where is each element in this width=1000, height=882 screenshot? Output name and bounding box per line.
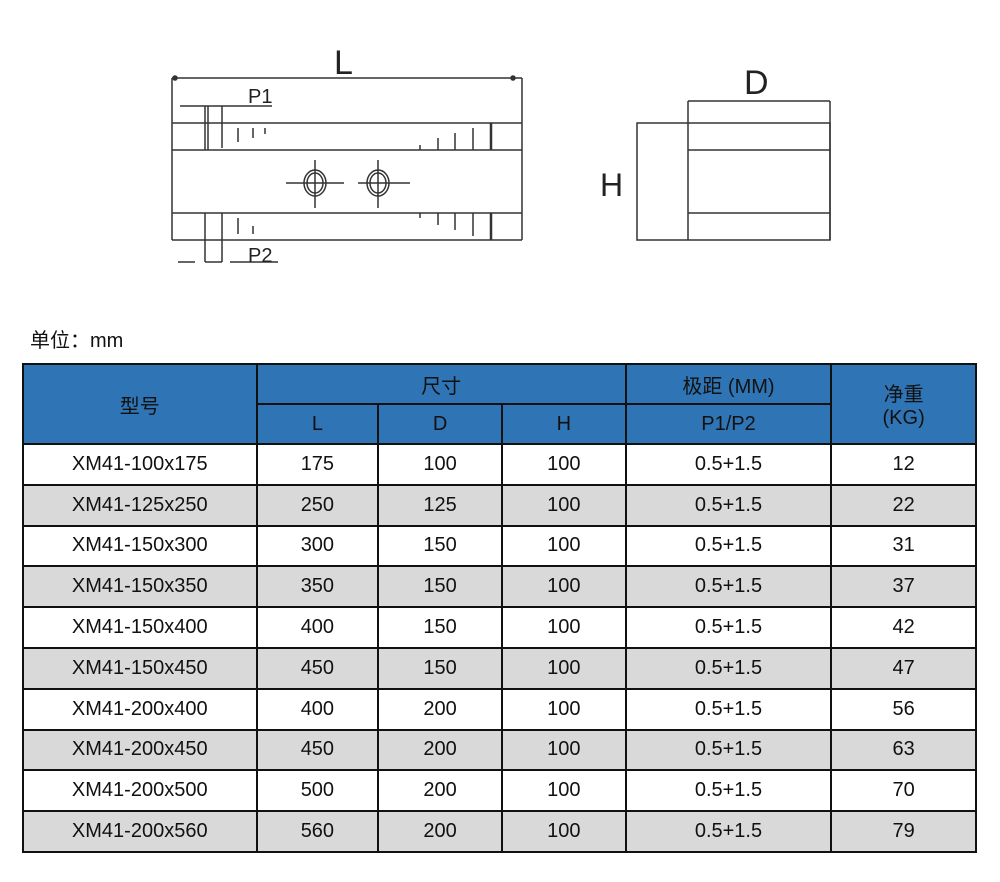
cell-D: 200 (377, 687, 503, 731)
hole-icon (286, 160, 344, 208)
header-H: H (500, 403, 627, 445)
cell-weight: 70 (830, 769, 977, 813)
cell-H: 100 (500, 443, 627, 486)
label-P1: P1 (248, 86, 272, 108)
cell-L: 175 (255, 443, 380, 486)
unit-label: 单位：mm (30, 330, 124, 352)
cell-p1p2: 0.5+1.5 (624, 687, 833, 731)
label-H: H (600, 167, 623, 203)
cell-H: 100 (500, 646, 627, 690)
label-L: L (334, 44, 353, 82)
cell-H: 100 (500, 565, 627, 609)
cell-model: XM41-200x500 (22, 769, 258, 813)
front-view: L P1 P2 (171, 44, 523, 267)
cell-D: 150 (377, 524, 503, 568)
cell-L: 350 (255, 565, 380, 609)
cell-L: 500 (255, 769, 380, 813)
cell-model: XM41-150x350 (22, 565, 258, 609)
weight-label: 净重 (883, 384, 924, 406)
cell-L: 400 (255, 687, 380, 731)
cell-H: 100 (500, 606, 627, 649)
cell-weight: 37 (830, 565, 977, 609)
cell-p1p2: 0.5+1.5 (624, 443, 833, 486)
header-p1p2: P1/P2 (624, 403, 833, 445)
cell-L: 560 (255, 810, 380, 853)
cell-model: XM41-200x400 (22, 687, 258, 731)
header-weight: 净重(KG) (830, 363, 977, 445)
cell-L: 400 (255, 606, 380, 649)
cell-p1p2: 0.5+1.5 (624, 646, 833, 690)
cell-L: 300 (255, 524, 380, 568)
cell-L: 450 (255, 728, 380, 772)
cell-weight: 22 (830, 483, 977, 527)
cell-weight: 12 (830, 443, 977, 486)
cell-weight: 56 (830, 687, 977, 731)
technical-drawing: L P1 P2 D H (171, 44, 831, 267)
header-L: L (255, 403, 380, 445)
cell-p1p2: 0.5+1.5 (624, 565, 833, 609)
cell-H: 100 (500, 769, 627, 813)
cell-D: 200 (377, 728, 503, 772)
cell-H: 100 (500, 687, 627, 731)
cell-weight: 63 (830, 728, 977, 772)
cell-weight: 47 (830, 646, 977, 690)
cell-H: 100 (500, 524, 627, 568)
cell-model: XM41-200x560 (22, 810, 258, 853)
cell-model: XM41-150x300 (22, 524, 258, 568)
cell-H: 100 (500, 810, 627, 853)
cell-L: 450 (255, 646, 380, 690)
cell-p1p2: 0.5+1.5 (624, 483, 833, 527)
cell-D: 150 (377, 565, 503, 609)
cell-D: 100 (377, 443, 503, 486)
header-model: 型号 (22, 363, 258, 445)
cell-D: 150 (377, 606, 503, 649)
cell-weight: 31 (830, 524, 977, 568)
cell-p1p2: 0.5+1.5 (624, 606, 833, 649)
hole-icon (358, 160, 410, 208)
cell-p1p2: 0.5+1.5 (624, 769, 833, 813)
cell-H: 100 (500, 483, 627, 527)
cell-p1p2: 0.5+1.5 (624, 524, 833, 568)
cell-model: XM41-125x250 (22, 483, 258, 527)
cell-L: 250 (255, 483, 380, 527)
cell-model: XM41-150x450 (22, 646, 258, 690)
cell-D: 150 (377, 646, 503, 690)
label-D: D (744, 64, 769, 102)
weight-unit: (KG) (882, 407, 925, 429)
header-pitch: 极距 (MM) (624, 363, 833, 405)
side-view: D H (600, 64, 831, 241)
header-size: 尺寸 (255, 363, 627, 405)
cell-weight: 42 (830, 606, 977, 649)
cell-D: 200 (377, 769, 503, 813)
cell-model: XM41-200x450 (22, 728, 258, 772)
cell-weight: 79 (830, 810, 977, 853)
cell-model: XM41-150x400 (22, 606, 258, 649)
label-P2: P2 (248, 245, 272, 267)
cell-H: 100 (500, 728, 627, 772)
cell-D: 125 (377, 483, 503, 527)
spec-table: 型号 尺寸 极距 (MM) 净重(KG) L D H P1/P2 XM41-10… (22, 363, 977, 853)
cell-p1p2: 0.5+1.5 (624, 728, 833, 772)
cell-D: 200 (377, 810, 503, 853)
cell-model: XM41-100x175 (22, 443, 258, 486)
header-D: D (377, 403, 503, 445)
cell-p1p2: 0.5+1.5 (624, 810, 833, 853)
